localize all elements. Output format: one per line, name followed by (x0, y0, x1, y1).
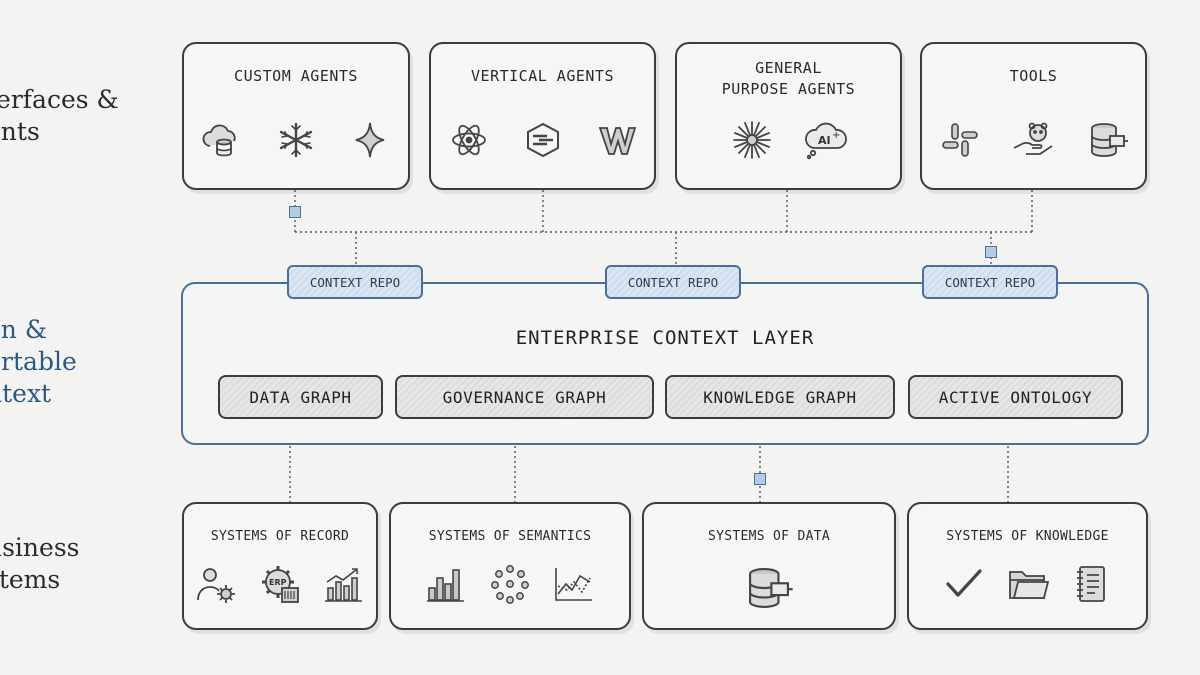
database-connector-icon (1086, 120, 1130, 160)
notebook-icon (1070, 564, 1114, 604)
general-purpose-agents-title: GENERAL PURPOSE AGENTS (721, 59, 856, 98)
folder-icon (1006, 564, 1050, 604)
context-repo-1: CONTEXT REPO (287, 265, 423, 299)
enterprise-context-layer (181, 282, 1149, 445)
slack-logo-icon (938, 120, 982, 160)
erp-gear-icon: ERP (258, 564, 302, 604)
svg-text:ERP: ERP (269, 578, 287, 587)
connector-node (289, 206, 301, 218)
line-chart-icon (552, 564, 596, 604)
database-connector-icon (743, 564, 795, 616)
svg-text:AI: AI (818, 134, 831, 147)
side-label-interfaces: terfaces & ents (0, 85, 119, 146)
atom-icon (447, 120, 491, 160)
general-purpose-agents-box: GENERAL PURPOSE AGENTS AI+ (675, 42, 902, 190)
bar-chart-icon (424, 564, 468, 604)
systems-of-semantics-title: SYSTEMS OF SEMANTICS (428, 529, 592, 544)
connector-node (754, 473, 766, 485)
active-ontology: ACTIVE ONTOLOGY (908, 375, 1123, 419)
systems-of-knowledge-title: SYSTEMS OF KNOWLEDGE (946, 529, 1109, 544)
context-layer-title: ENTERPRISE CONTEXT LAYER (515, 327, 815, 349)
context-repo-3: CONTEXT REPO (922, 265, 1058, 299)
systems-of-data-title: SYSTEMS OF DATA (708, 529, 830, 544)
systems-of-semantics-box: SYSTEMS OF SEMANTICS (389, 502, 631, 630)
tools-title: TOOLS (1009, 67, 1058, 85)
starburst-icon (730, 120, 774, 160)
svg-text:+: + (832, 130, 840, 141)
systems-of-knowledge-box: SYSTEMS OF KNOWLEDGE (907, 502, 1148, 630)
custom-agents-box: CUSTOM AGENTS (182, 42, 410, 190)
connector-node (985, 246, 997, 258)
side-label-portable-context: en & ortable ntext (0, 315, 77, 408)
systems-of-record-box: SYSTEMS OF RECORD ERP (182, 502, 378, 630)
vertical-agents-title: VERTICAL AGENTS (471, 67, 614, 85)
knowledge-graph: KNOWLEDGE GRAPH (665, 375, 895, 419)
checkmark-icon (942, 564, 986, 604)
data-graph: DATA GRAPH (218, 375, 383, 419)
vertical-agents-box: VERTICAL AGENTS (429, 42, 656, 190)
cloud-database-icon (200, 120, 244, 160)
hexagon-logo-icon (521, 120, 565, 160)
bar-chart-up-icon (322, 564, 366, 604)
governance-graph: GOVERNANCE GRAPH (395, 375, 654, 419)
context-repo-2: CONTEXT REPO (605, 265, 741, 299)
custom-agents-title: CUSTOM AGENTS (234, 67, 358, 85)
systems-of-data-box: SYSTEMS OF DATA (642, 502, 896, 630)
ai-thought-bubble-icon: AI+ (804, 120, 848, 160)
dot-circle-icon (488, 564, 532, 604)
sparkle-star-icon (348, 120, 392, 160)
bear-hand-icon (1012, 120, 1056, 160)
snowflake-icon (274, 120, 318, 160)
w-logo-icon (595, 120, 639, 160)
systems-of-record-title: SYSTEMS OF RECORD (210, 529, 350, 544)
user-gear-icon (194, 564, 238, 604)
tools-box: TOOLS (920, 42, 1147, 190)
